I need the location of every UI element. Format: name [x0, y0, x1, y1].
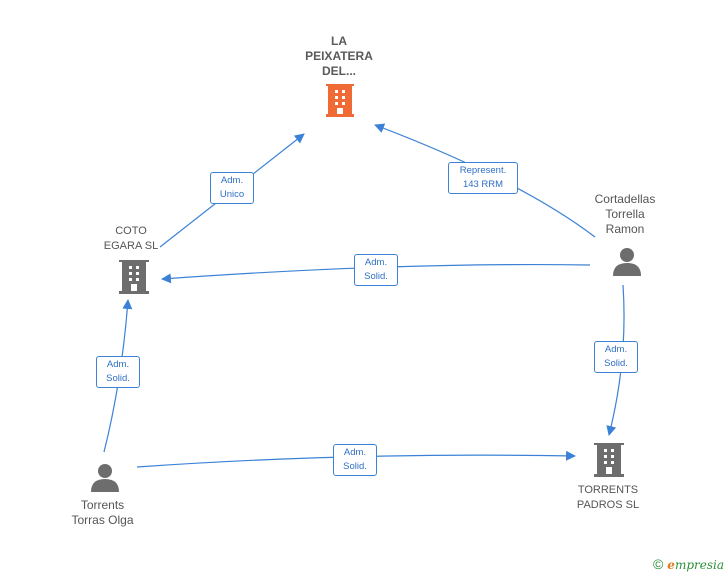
edge-label-olga-to-torrents-padros[interactable]: Adm. Solid.	[333, 444, 377, 476]
edge-label-olga-to-coto[interactable]: Adm. Solid.	[96, 356, 140, 388]
node-label-torrents-padros[interactable]: TORRENTS PADROS SL	[576, 484, 640, 511]
person-icon-cortadellas[interactable]	[613, 248, 641, 276]
building-icon-coto[interactable]	[119, 260, 149, 294]
edge-label-cortadellas-to-coto[interactable]: Adm. Solid.	[354, 254, 398, 286]
building-icon-main[interactable]	[326, 84, 354, 117]
brand-logo-text: mpresia	[674, 558, 724, 572]
copyright-icon: ©	[652, 556, 664, 572]
node-label-torrents-olga[interactable]: Torrents Torras Olga	[71, 498, 134, 527]
edge-label-cortadellas-to-torrents-padros[interactable]: Adm. Solid.	[594, 341, 638, 373]
brand-logo-letter: e	[667, 558, 675, 572]
node-label-peixatera[interactable]: LA PEIXATERA DEL...	[305, 34, 373, 78]
person-icon-torrents-olga[interactable]	[91, 464, 119, 492]
node-label-coto[interactable]: COTO EGARA SL	[103, 225, 159, 252]
building-icon-torrents-padros[interactable]	[594, 443, 624, 477]
edge-label-cortadellas-to-peixatera[interactable]: Represent. 143 RRM	[448, 162, 518, 194]
node-label-cortadellas[interactable]: Cortadellas Torrella Ramon	[594, 192, 656, 236]
brand-watermark: ©empresia	[653, 556, 724, 572]
edge-label-coto-to-peixatera[interactable]: Adm. Unico	[210, 172, 254, 204]
